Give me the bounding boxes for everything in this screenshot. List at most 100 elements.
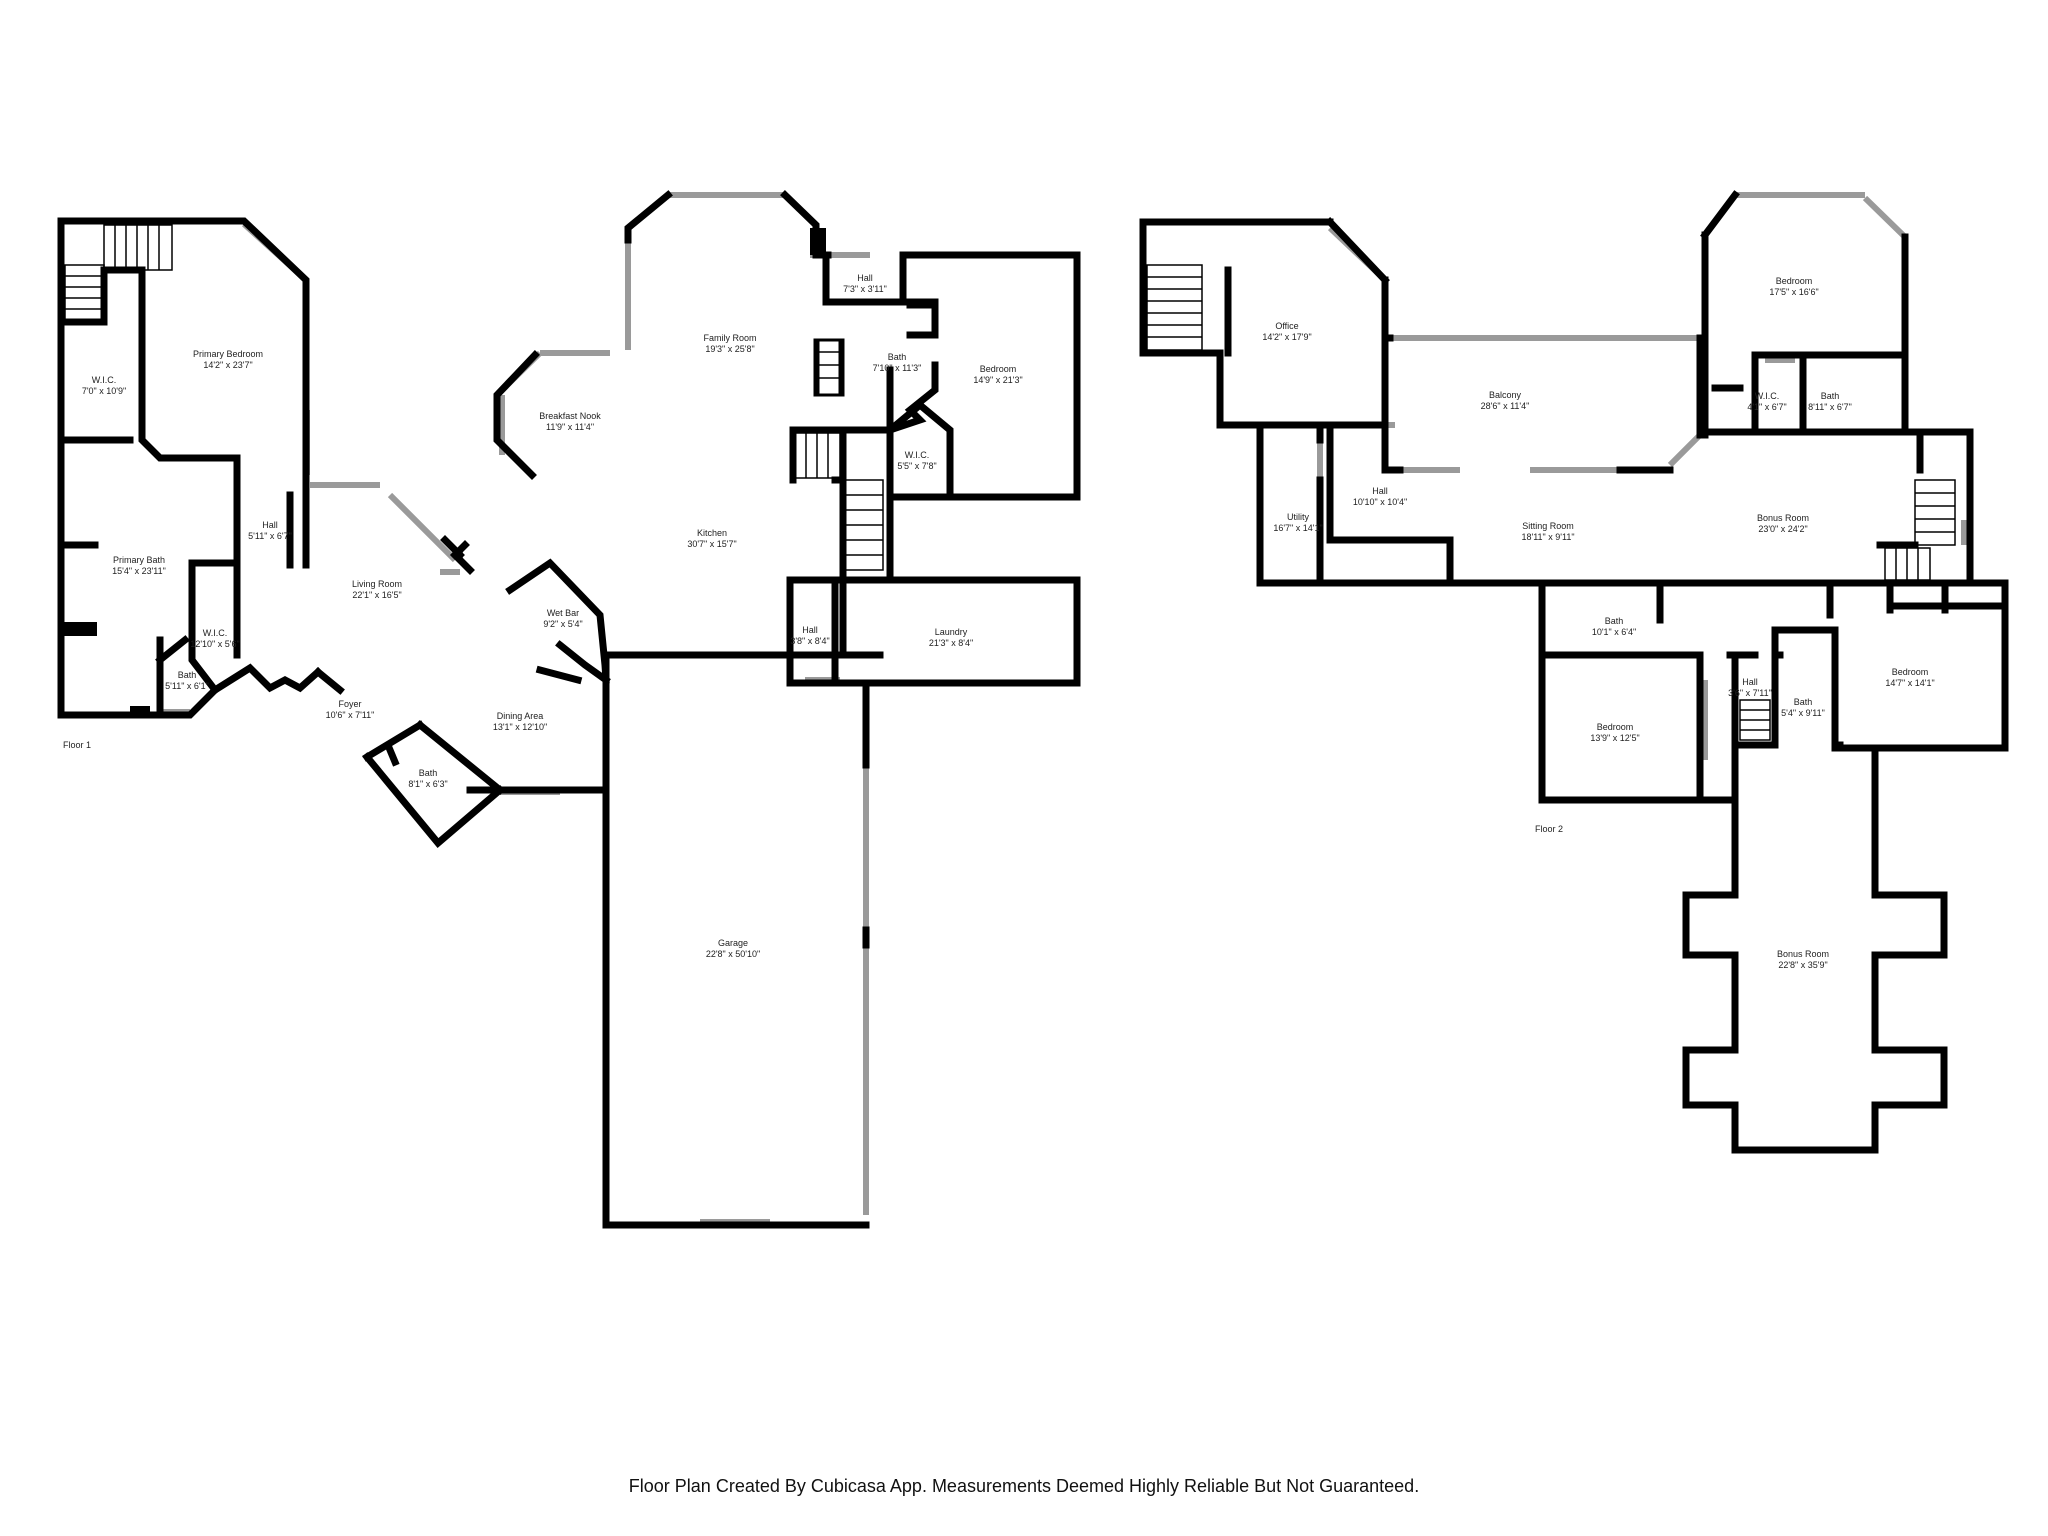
room-dimensions: 15'4" x 23'11" [112,566,166,576]
room-dimensions: 14'2" x 17'9" [1262,332,1311,342]
room-dimensions: 23'0" x 24'2" [1758,524,1807,534]
floor-2-stairs [1146,264,1956,741]
room-name: Bedroom [1597,722,1634,732]
floor-2-windows [1190,192,2008,1100]
room-name: W.I.C. [905,450,930,460]
room-label: W.I.C.12'10" x 5'6" [190,628,239,649]
room-name: Bath [419,768,438,778]
room-name: Bath [888,352,907,362]
room-dimensions: 14'2" x 23'7" [203,360,252,370]
room-name: Garage [718,938,748,948]
room-label: W.I.C.5'5" x 7'8" [897,450,936,471]
room-name: W.I.C. [1755,391,1780,401]
room-label: W.I.C.7'0" x 10'9" [82,375,126,396]
room-name: Dining Area [497,711,544,721]
room-name: Bedroom [980,364,1017,374]
room-name: Laundry [935,627,968,637]
room-name: Primary Bedroom [193,349,263,359]
room-dimensions: 21'3" x 8'4" [929,638,973,648]
room-dimensions: 5'5" x 7'8" [897,461,936,471]
room-dimensions: 30'7" x 15'7" [687,539,736,549]
room-dimensions: 4'1" x 6'7" [1747,402,1786,412]
room-dimensions: 11'9" x 11'4" [546,422,594,432]
room-name: Bonus Room [1777,949,1829,959]
room-dimensions: 7'10" x 11'3" [873,363,922,373]
room-dimensions: 14'7" x 14'1" [1885,678,1934,688]
floor-2-walls [1139,190,2009,1154]
room-dimensions: 9'2" x 5'4" [543,619,582,629]
room-name: Balcony [1489,390,1522,400]
room-dimensions: 5'4" x 9'11" [1781,708,1825,718]
room-dimensions: 10'6" x 7'11" [326,710,375,720]
room-dimensions: 10'10" x 10'4" [1353,497,1407,507]
room-dimensions: 5'11" x 6'1" [165,681,209,691]
room-dimensions: 8'1" x 6'3" [408,779,447,789]
room-name: Bath [178,670,197,680]
room-name: Bedroom [1892,667,1929,677]
room-name: Hall [857,273,873,283]
floor-2-label: Floor 2 [1535,824,1563,834]
room-dimensions: 19'3" x 25'8" [705,344,754,354]
room-name: W.I.C. [203,628,228,638]
room-dimensions: 22'1" x 16'5" [352,590,401,600]
floor-1-label: Floor 1 [63,740,91,750]
room-dimensions: 16'7" x 14'1" [1273,523,1322,533]
room-label: W.I.C.4'1" x 6'7" [1747,391,1786,412]
room-name: Kitchen [697,528,727,538]
floor-1-walls [57,190,1081,1229]
room-name: Wet Bar [547,608,579,618]
room-dimensions: 13'9" x 12'5" [1590,733,1639,743]
room-name: Bonus Room [1757,513,1809,523]
room-dimensions: 7'3" x 3'11" [843,284,887,294]
room-name: Office [1275,321,1298,331]
room-dimensions: 17'5" x 16'6" [1769,287,1818,297]
room-dimensions: 18'11" x 9'11" [1521,532,1574,542]
room-name: Primary Bath [113,555,165,565]
floor-1-stairs [64,224,884,571]
room-dimensions: 10'1" x 6'4" [1592,627,1636,637]
room-name: Bedroom [1776,276,1813,286]
room-name: Bath [1821,391,1840,401]
room-dimensions: 12'10" x 5'6" [190,639,239,649]
room-name: W.I.C. [92,375,117,385]
room-name: Bath [1605,616,1624,626]
room-dimensions: 3'8" x 8'4" [790,636,829,646]
room-name: Hall [1372,486,1388,496]
room-dimensions: 22'8" x 50'10" [706,949,760,959]
room-name: Utility [1287,512,1309,522]
room-name: Hall [262,520,278,530]
room-name: Living Room [352,579,402,589]
room-dimensions: 28'6" x 11'4" [1481,401,1530,411]
